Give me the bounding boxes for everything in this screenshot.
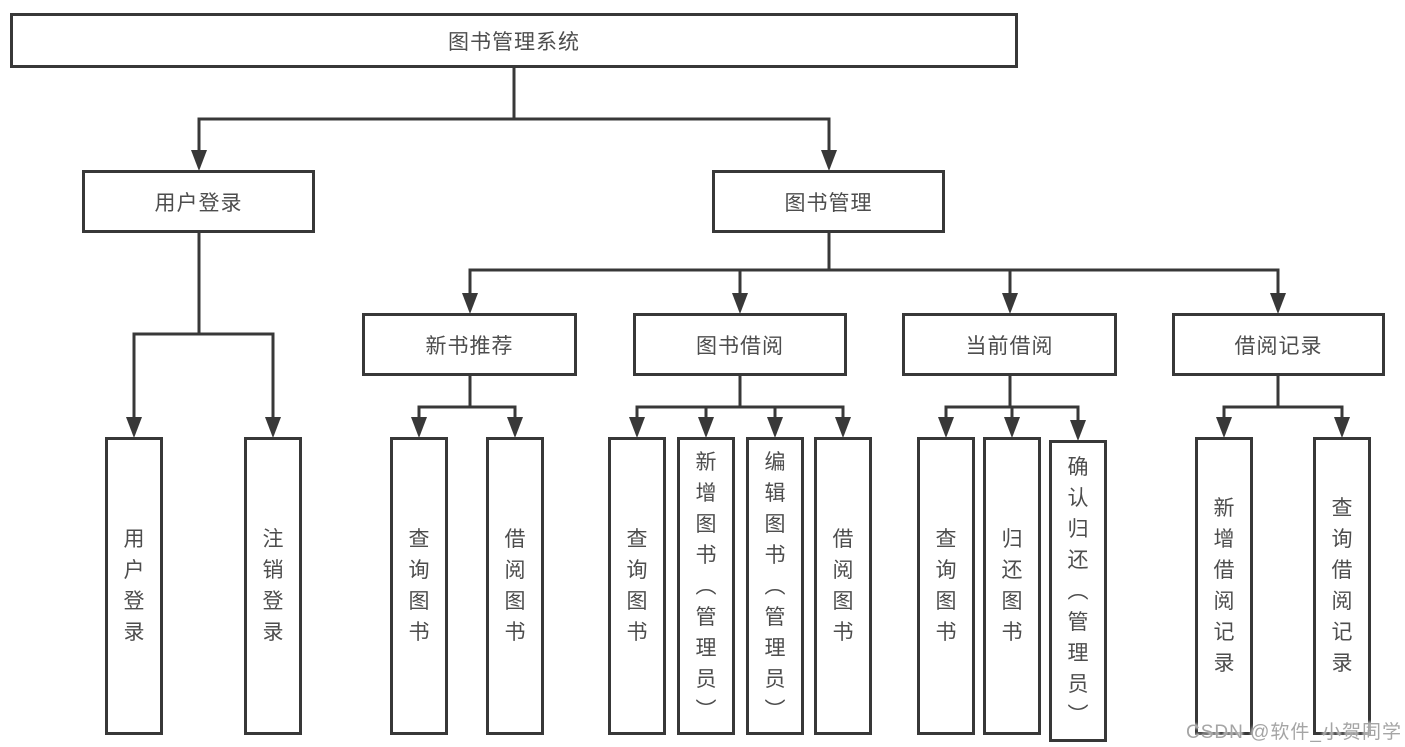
leaf-user-login: 用户登录: [105, 437, 163, 735]
leaf-query-books-current: 查询图书: [917, 437, 975, 735]
leaf-query-books-recommend: 查询图书: [390, 437, 448, 735]
node-root: 图书管理系统: [10, 13, 1018, 68]
node-borrow-records: 借阅记录: [1172, 313, 1385, 376]
node-book-management: 图书管理: [712, 170, 945, 233]
leaf-edit-books-admin: 编辑图书︵管理员︶: [746, 437, 804, 735]
connector-paths: [132, 68, 1344, 422]
arrow-down-icons: [126, 150, 1350, 441]
node-current-borrow: 当前借阅: [902, 313, 1117, 376]
leaf-query-books-borrow: 查询图书: [608, 437, 666, 735]
node-book-borrow: 图书借阅: [633, 313, 847, 376]
leaf-logout: 注销登录: [244, 437, 302, 735]
leaf-borrow-books-recommend: 借阅图书: [486, 437, 544, 735]
node-new-book-recommend: 新书推荐: [362, 313, 577, 376]
leaf-confirm-return-admin: 确认归还︵管理员︶: [1049, 440, 1107, 742]
csdn-watermark: CSDN @软件_小贺同学: [1186, 722, 1402, 743]
leaf-borrow-books: 借阅图书: [814, 437, 872, 735]
leaf-return-books: 归还图书: [983, 437, 1041, 735]
leaf-query-borrow-record: 查询借阅记录: [1313, 437, 1371, 735]
node-user-login: 用户登录: [82, 170, 315, 233]
leaf-add-books-admin: 新增图书︵管理员︶: [677, 437, 735, 735]
leaf-add-borrow-record: 新增借阅记录: [1195, 437, 1253, 735]
